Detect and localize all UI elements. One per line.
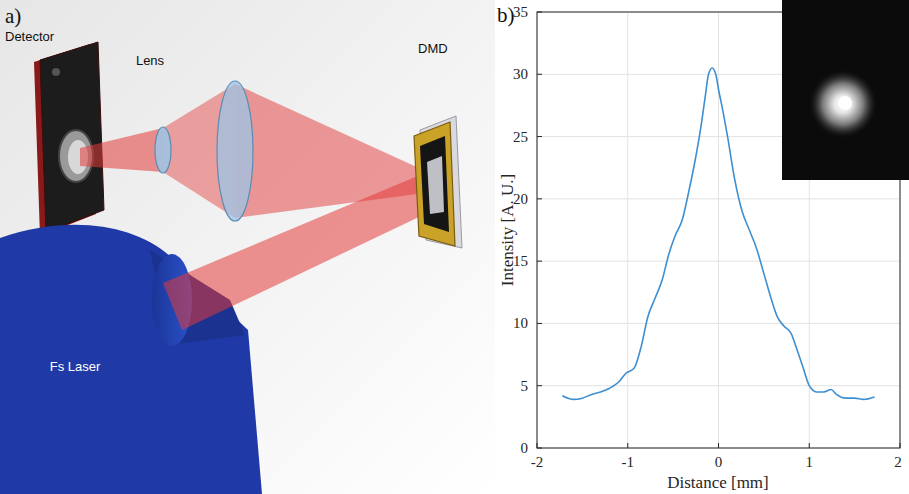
- line-chart: [537, 12, 900, 448]
- plot-area: [537, 12, 900, 448]
- tick-mark: [537, 448, 542, 449]
- grid-line: [537, 198, 900, 199]
- grid-line: [627, 12, 628, 448]
- grid-line: [537, 323, 900, 324]
- part-label: Lens: [136, 54, 164, 67]
- detector-illustration: [34, 42, 104, 236]
- tick-label: 10: [513, 316, 528, 331]
- panel-label: b): [497, 5, 515, 26]
- part-label: DMD: [418, 42, 448, 55]
- inset-spot: [809, 70, 877, 138]
- tick-mark: [537, 74, 542, 75]
- tick-mark: [537, 198, 542, 199]
- tick-label: 0: [715, 455, 723, 470]
- tick-label: -2: [531, 455, 544, 470]
- detector-body: [40, 42, 104, 232]
- panel-background: [0, 0, 495, 494]
- laser-beams: [80, 84, 442, 330]
- reflected-beam: [235, 84, 432, 218]
- dmd-mirrors: [427, 156, 444, 214]
- tick-mark: [537, 323, 542, 324]
- tick-label: 2: [894, 455, 902, 470]
- axis-title: Distance [mm]: [667, 474, 769, 491]
- tick-mark: [627, 443, 628, 448]
- large-lens: [217, 81, 253, 221]
- part-label: Fs Laser: [50, 360, 101, 373]
- axes-frame: [537, 12, 900, 448]
- tick-label: 5: [521, 378, 529, 393]
- detector-screw: [52, 68, 60, 76]
- dmd-window: [420, 136, 449, 232]
- axis-title: Intensity [A. U.]: [499, 174, 516, 286]
- grid-line: [537, 385, 900, 386]
- tick-label: 1: [806, 455, 814, 470]
- inset-core: [838, 96, 852, 110]
- detector-beam: [80, 128, 163, 172]
- tick-mark: [537, 443, 538, 448]
- dmd-frame: [414, 122, 455, 246]
- tick-label: 25: [513, 129, 528, 144]
- tick-mark: [537, 136, 542, 137]
- inset-image: [782, 0, 909, 180]
- tick-mark: [537, 261, 542, 262]
- tick-label: -1: [622, 455, 635, 470]
- tick-mark: [900, 443, 901, 448]
- part-label: Detector: [5, 30, 54, 43]
- grid-line: [718, 12, 719, 448]
- tick-label: 35: [513, 5, 528, 20]
- tick-mark: [718, 443, 719, 448]
- tick-mark: [809, 443, 810, 448]
- tick-mark: [537, 385, 542, 386]
- dmd-illustration: [414, 116, 462, 248]
- tick-mark: [537, 12, 542, 13]
- small-lens: [155, 127, 171, 173]
- tick-label: 0: [521, 441, 529, 456]
- panel-label: a): [5, 6, 21, 27]
- grid-line: [537, 261, 900, 262]
- inset-background: [782, 0, 909, 180]
- tick-label: 30: [513, 67, 528, 82]
